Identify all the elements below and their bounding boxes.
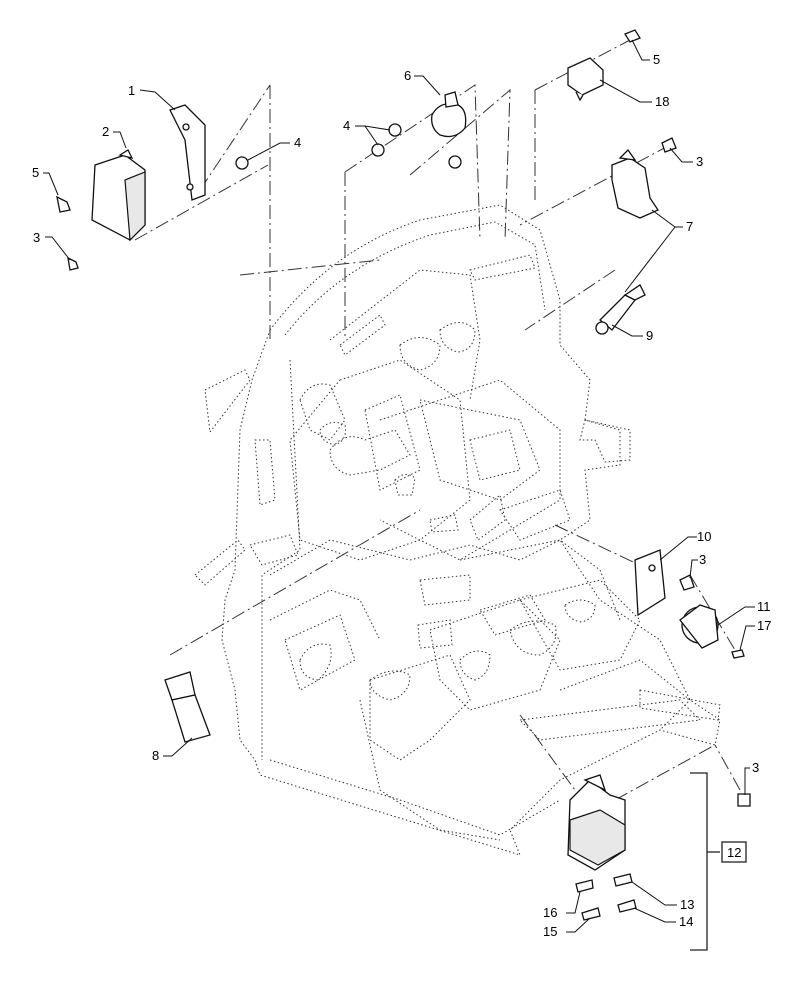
small-fuses	[575, 873, 637, 921]
callout-15: 15	[543, 924, 557, 939]
callout-labels: 1 2 3 3 3 3 4 4 5 5 6 7 8 9 10 11 12 13 …	[32, 52, 771, 939]
part-connector	[679, 604, 719, 649]
callout-13: 13	[680, 897, 694, 912]
callout-11: 11	[757, 599, 771, 614]
callout-9: 9	[646, 328, 653, 343]
center-lines	[134, 39, 741, 801]
callout-12: 12	[727, 845, 741, 860]
part-switch	[595, 284, 646, 335]
fasteners	[56, 29, 751, 807]
callout-4: 4	[343, 118, 350, 133]
part-pressure-switch	[164, 671, 211, 743]
main-frame	[194, 204, 721, 856]
callout-6: 6	[404, 68, 411, 83]
callout-3: 3	[752, 760, 759, 775]
callout-4: 4	[294, 135, 301, 150]
callout-18: 18	[655, 94, 669, 109]
callout-5: 5	[653, 52, 660, 67]
callout-7: 7	[686, 219, 693, 234]
part-module	[91, 149, 146, 242]
group-bracket	[690, 772, 747, 951]
callout-5: 5	[32, 165, 39, 180]
callout-16: 16	[543, 905, 557, 920]
callout-2: 2	[102, 124, 109, 139]
callout-10: 10	[697, 529, 711, 544]
part-relay	[567, 57, 604, 102]
callout-3: 3	[699, 552, 706, 567]
callout-14: 14	[679, 914, 693, 929]
callout-8: 8	[152, 748, 159, 763]
callout-3: 3	[33, 230, 40, 245]
callout-17: 17	[757, 618, 771, 633]
callout-3: 3	[696, 154, 703, 169]
part-fuse-box	[567, 774, 626, 871]
callout-1: 1	[128, 83, 135, 98]
leader-lines	[43, 39, 755, 933]
part-sensor	[431, 91, 467, 138]
part-cover	[611, 148, 659, 219]
part-plate	[634, 549, 666, 617]
part-bracket	[169, 104, 206, 201]
